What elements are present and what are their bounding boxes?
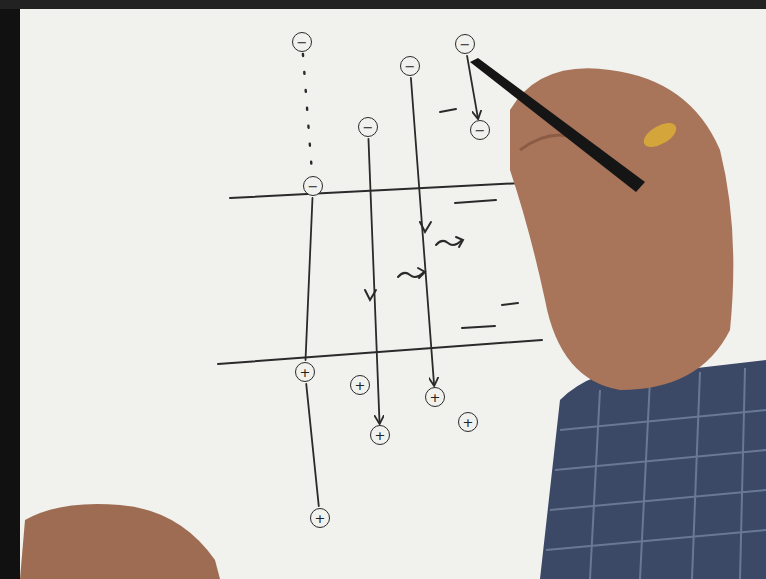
charge-sign: +	[430, 391, 441, 404]
charge-circle: −	[292, 32, 312, 52]
charge-sign: −	[405, 60, 416, 73]
field-line	[368, 139, 379, 423]
field-line	[306, 384, 319, 506]
charge-sign: +	[463, 416, 474, 429]
charge-circle: +	[350, 375, 370, 395]
charge-circle: −	[400, 56, 420, 76]
charge-circle: +	[458, 412, 478, 432]
charge-sign: −	[297, 36, 308, 49]
charge-sign: −	[308, 180, 319, 193]
ink-marks	[365, 109, 518, 328]
charge-sign: +	[355, 379, 366, 392]
charge-sign: +	[375, 429, 386, 442]
field-line	[306, 198, 313, 360]
supporting-hand	[20, 504, 220, 579]
charge-circle: −	[303, 176, 323, 196]
charge-sign: −	[460, 38, 471, 51]
charge-circle: +	[310, 508, 330, 528]
field-line	[411, 78, 434, 385]
field-line	[303, 54, 312, 174]
charge-circle: +	[370, 425, 390, 445]
charge-circle: +	[295, 362, 315, 382]
writing-hand	[470, 58, 766, 579]
charge-circle: −	[358, 117, 378, 137]
charge-sign: +	[300, 366, 311, 379]
charge-sign: −	[363, 121, 374, 134]
field-line	[467, 56, 478, 118]
charge-sign: +	[315, 512, 326, 525]
charge-circle: −	[455, 34, 475, 54]
slab-boundary	[218, 182, 542, 364]
charge-sign: −	[475, 124, 486, 137]
charge-circle: −	[470, 120, 490, 140]
charge-circle: +	[425, 387, 445, 407]
